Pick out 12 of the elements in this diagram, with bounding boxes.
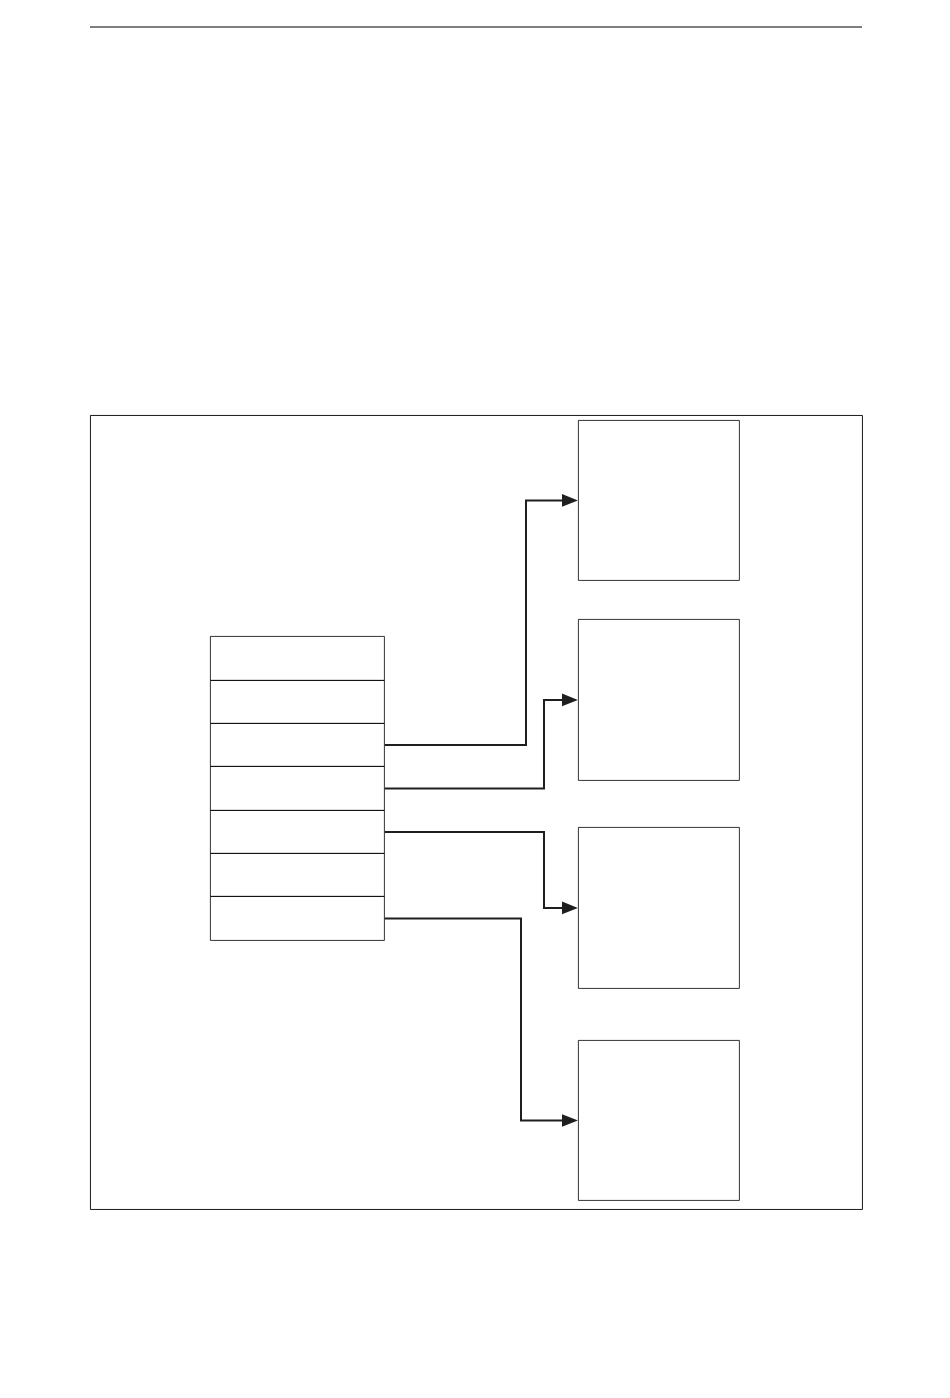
table-row <box>210 680 385 724</box>
table-row <box>210 636 385 681</box>
table-row <box>210 896 385 941</box>
table-row <box>210 723 385 767</box>
diagram-frame <box>90 415 863 1210</box>
table-row <box>210 766 385 811</box>
block-box <box>578 420 740 581</box>
block-box <box>578 1040 740 1201</box>
block-box <box>578 827 740 989</box>
table-row <box>210 810 385 854</box>
block-box <box>578 619 740 781</box>
table-row <box>210 853 385 897</box>
